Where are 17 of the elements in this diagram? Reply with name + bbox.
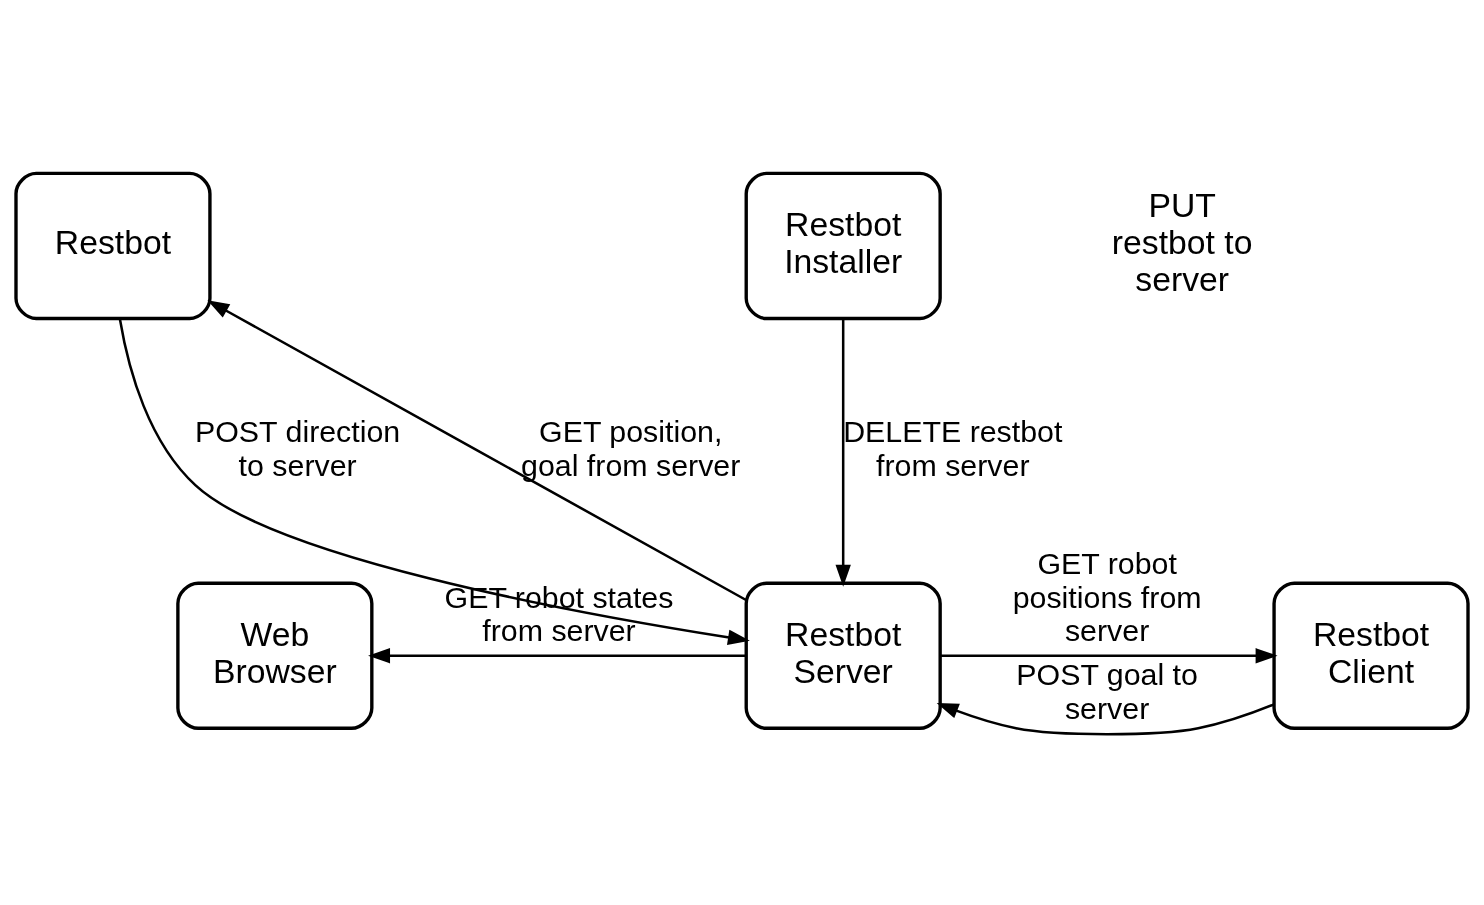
node-box: Restbot Client: [1272, 581, 1470, 730]
label: PUT restbot to server: [1111, 185, 1253, 298]
arrow: [368, 647, 747, 663]
edge-label: GET robot positions from server: [1012, 546, 1202, 647]
edge-label: POST direction to server: [195, 414, 401, 482]
arrow: [207, 299, 747, 601]
arrow: [835, 318, 851, 587]
arrow: [118, 318, 750, 645]
edge-label: POST goal to server: [1016, 657, 1198, 725]
node-box: Restbot Server: [744, 581, 942, 730]
edge-label: GET position, goal from server: [521, 414, 741, 482]
edge-label: DELETE restbot from server: [843, 414, 1063, 482]
node-box: Web Browser: [176, 581, 374, 730]
arrow: [936, 702, 1275, 735]
node-box: Restbot: [14, 171, 212, 320]
arrow: [940, 647, 1278, 663]
node-box: Restbot Installer: [744, 171, 942, 320]
